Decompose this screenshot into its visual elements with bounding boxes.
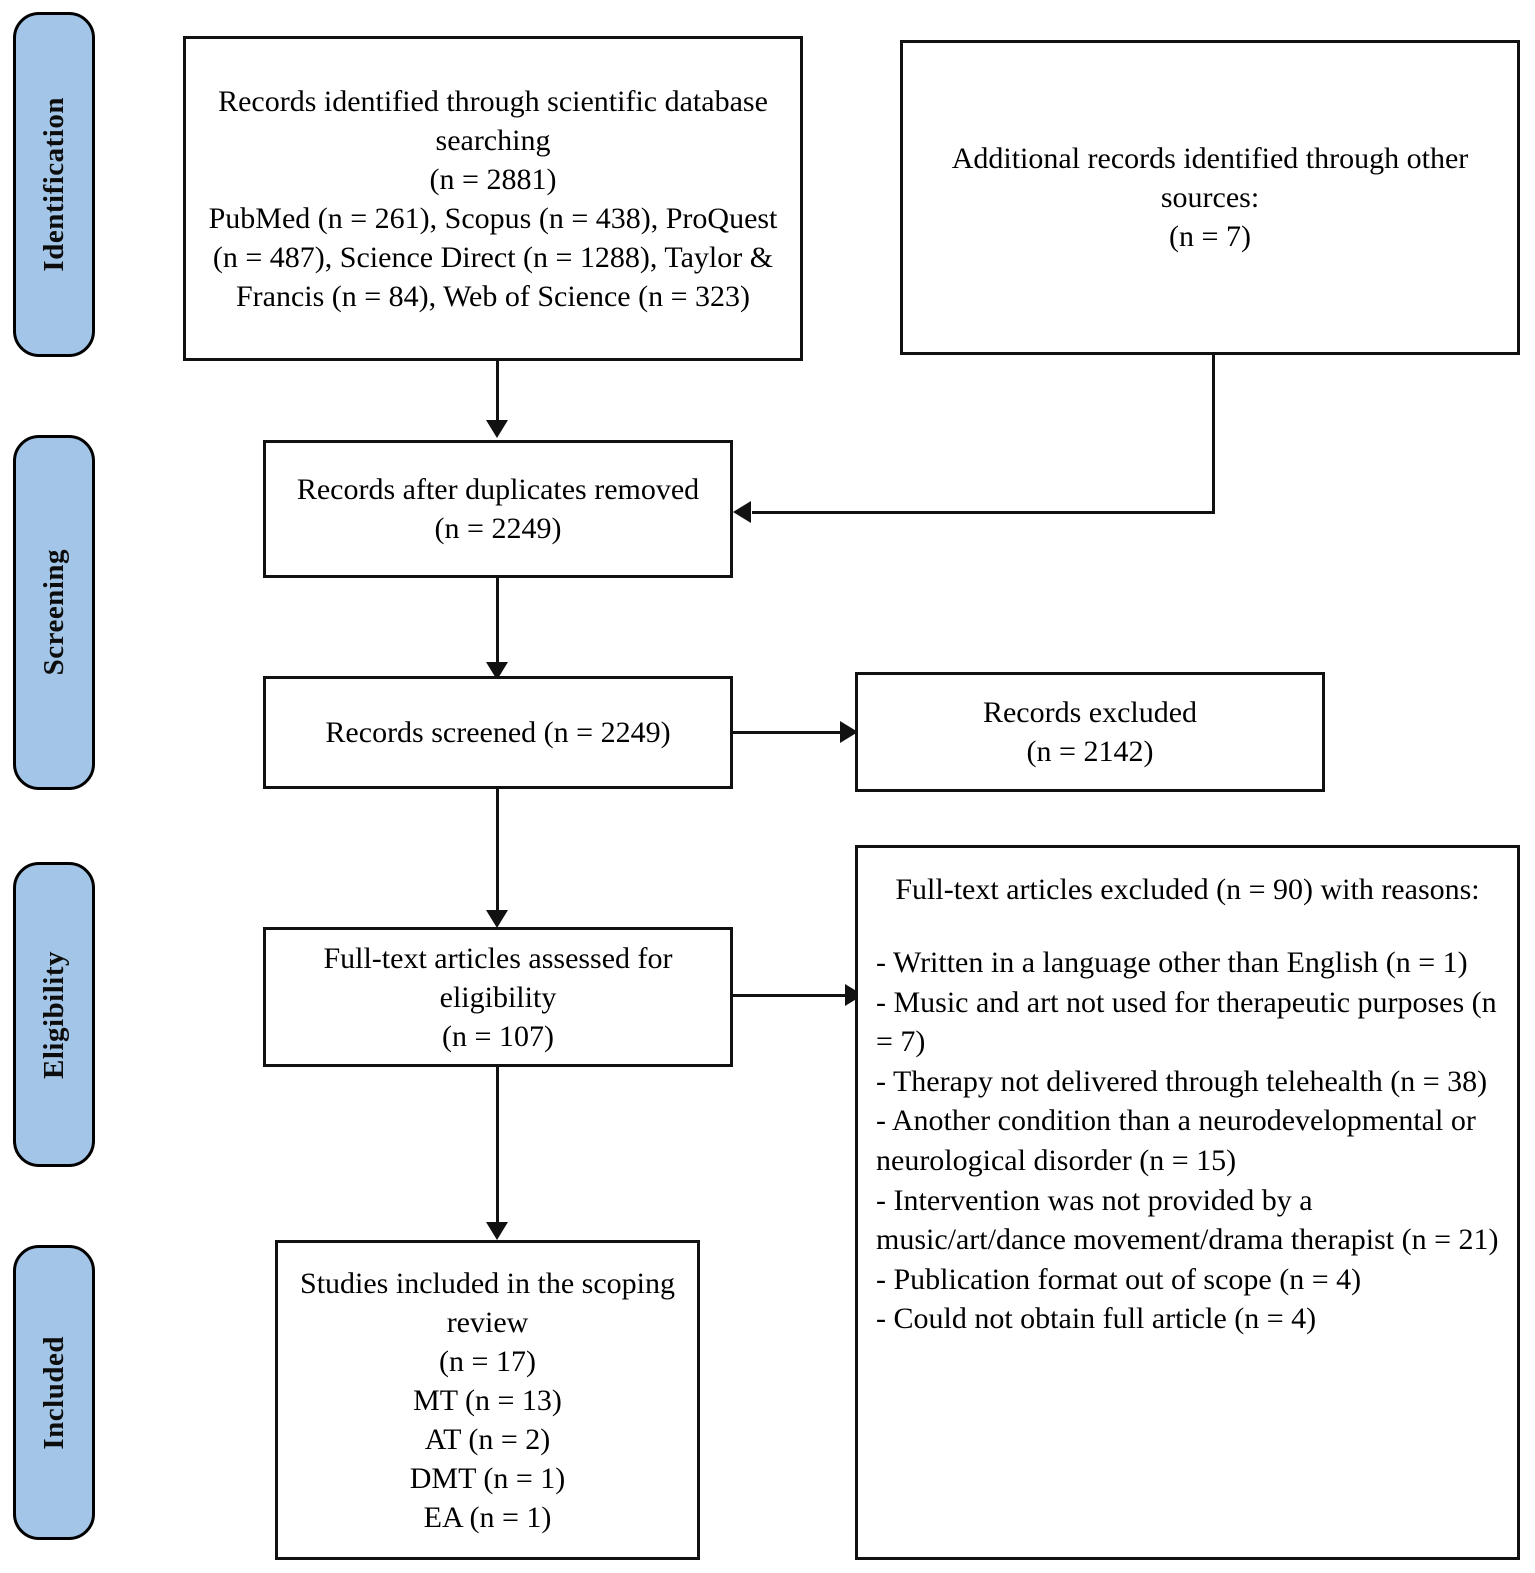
box-additional-records: Additional records identified through ot… [900,40,1520,355]
arrowhead-screened-to-excluded [840,721,858,743]
box-fulltext-excluded-heading: Full-text articles excluded (n = 90) wit… [895,873,1480,906]
stage-pill-included: Included [13,1245,95,1540]
stage-label-screening: Screening [37,549,70,676]
box-records-identified: Records identified through scientific da… [183,36,803,361]
box-records-excluded: Records excluded (n = 2142) [855,672,1325,792]
box-duplicates-removed-text: Records after duplicates removed (n = 22… [296,473,700,545]
box-fulltext-excluded: Full-text articles excluded (n = 90) wit… [855,845,1520,1560]
stage-label-identification: Identification [37,97,70,272]
connector-additional-horizontal [752,511,1215,514]
stage-pill-screening: Screening [13,435,95,790]
box-records-screened: Records screened (n = 2249) [263,676,733,789]
box-additional-records-text: Additional records identified through ot… [951,142,1469,253]
connector-fulltext-to-included [496,1067,499,1225]
connector-identified-to-duplicates [496,361,499,423]
box-studies-included-text: Studies included in the scoping review (… [300,1266,675,1534]
box-duplicates-removed: Records after duplicates removed (n = 22… [263,440,733,578]
arrowhead-screened-to-fulltext [486,910,508,928]
stage-label-eligibility: Eligibility [37,950,70,1079]
connector-screened-to-excluded [733,731,843,734]
box-fulltext-assessed: Full-text articles assessed for eligibil… [263,927,733,1067]
stage-label-included: Included [37,1335,70,1450]
arrowhead-additional-to-duplicates [733,501,751,523]
connector-screened-to-fulltext [496,789,499,914]
box-fulltext-excluded-reasons: - Written in a language other than Engli… [876,946,1499,1336]
connector-duplicates-to-screened [496,578,499,666]
box-records-screened-text: Records screened (n = 2249) [325,716,671,749]
connector-fulltext-to-excluded [733,994,848,997]
box-fulltext-assessed-text: Full-text articles assessed for eligibil… [323,941,673,1053]
stage-pill-eligibility: Eligibility [13,862,95,1167]
box-studies-included: Studies included in the scoping review (… [275,1240,700,1560]
connector-additional-vertical [1212,355,1215,513]
arrowhead-fulltext-to-included [486,1222,508,1240]
stage-pill-identification: Identification [13,12,95,357]
box-records-excluded-text: Records excluded (n = 2142) [982,696,1198,768]
box-records-identified-text: Records identified through scientific da… [208,84,778,313]
arrowhead-identified-to-duplicates [486,420,508,438]
arrowhead-duplicates-to-screened [486,662,508,680]
